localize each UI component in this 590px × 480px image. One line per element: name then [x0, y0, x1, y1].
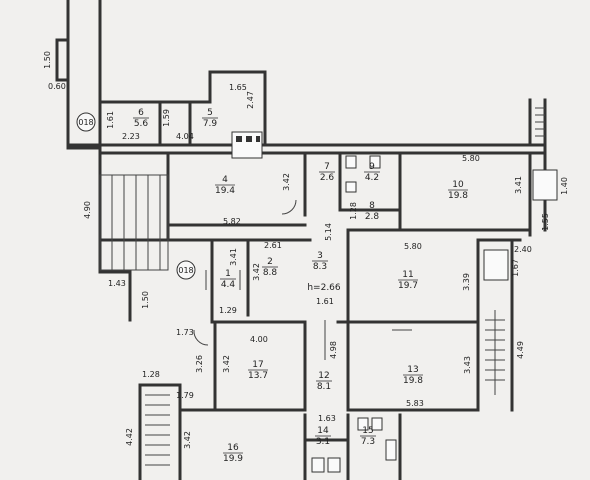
- room-14-number: 14: [317, 426, 329, 436]
- dim-1-79: 1.79: [176, 391, 194, 400]
- dim-5-82: 5.82: [223, 217, 241, 226]
- dim-1-50-mid: 1.50: [141, 291, 150, 309]
- room-label-separators: [133, 117, 468, 454]
- marker-mid: 018: [178, 266, 193, 275]
- dim-4-42: 4.42: [125, 428, 134, 446]
- room-6-number: 6: [138, 108, 144, 118]
- dim-2-47: 2.47: [246, 91, 255, 109]
- room-5-number: 5: [207, 108, 213, 118]
- dim-3-41-room1: 3.41: [229, 248, 238, 266]
- dim-1-28-bottom: 1.28: [142, 370, 160, 379]
- dim-1-61-top: 1.61: [106, 111, 115, 129]
- dim-2-23: 2.23: [122, 132, 140, 141]
- room-10-area: 19.8: [448, 191, 468, 201]
- room-3-number: 3: [317, 251, 323, 261]
- dim-4-98: 4.98: [329, 341, 338, 359]
- room-2-number: 2: [267, 257, 273, 267]
- dim-4-90: 4.90: [83, 201, 92, 219]
- room-4-number: 4: [222, 175, 228, 185]
- ceiling-height-note: h=2.66: [307, 283, 341, 293]
- room-8-number: 8: [369, 201, 375, 211]
- dim-1-59: 1.59: [162, 109, 171, 127]
- dim-0-60: 0.60: [48, 82, 66, 91]
- room-labels: 1 4.4 2 8.8 3 8.3 4 19.4 5 7.9 6 5.6 7 2…: [134, 108, 468, 464]
- dim-3-42-room16: 3.42: [183, 431, 192, 449]
- room-11-area: 19.7: [398, 281, 418, 291]
- room-7-number: 7: [324, 162, 330, 172]
- dim-1-61-mid: 1.61: [316, 297, 334, 306]
- room-9-number: 9: [369, 162, 375, 172]
- room-16-number: 16: [227, 443, 239, 453]
- dim-1-55: 1.55: [541, 213, 550, 231]
- room-1-number: 1: [225, 269, 231, 279]
- room-2-area: 8.8: [263, 268, 278, 278]
- room-3-area: 8.3: [313, 262, 327, 272]
- room-12-number: 12: [318, 371, 329, 381]
- room-10-number: 10: [452, 180, 464, 190]
- dim-4-00: 4.00: [250, 335, 268, 344]
- room-15-number: 15: [362, 426, 373, 436]
- stairs-and-details: [99, 107, 558, 466]
- dim-3-42-room4: 3.42: [282, 173, 291, 191]
- dim-1-50-left: 1.50: [43, 51, 52, 69]
- room-7-area: 2.6: [320, 173, 335, 183]
- room-4-area: 19.4: [215, 186, 235, 196]
- dim-1-29: 1.29: [219, 306, 237, 315]
- room-16-area: 19.9: [223, 454, 243, 464]
- dim-1-43: 1.43: [108, 279, 126, 288]
- dim-5-80-top: 5.80: [462, 154, 480, 163]
- room-13-number: 13: [407, 365, 418, 375]
- dim-3-39: 3.39: [462, 273, 471, 291]
- walls: [55, 0, 547, 480]
- room-17-number: 17: [252, 360, 263, 370]
- room-8-area: 2.8: [365, 212, 380, 222]
- dim-5-80-mid: 5.80: [404, 242, 422, 251]
- room-9-area: 4.2: [365, 173, 379, 183]
- dim-3-42-room17: 3.42: [222, 355, 231, 373]
- dim-3-26: 3.26: [195, 355, 204, 373]
- dim-1-63: 1.63: [318, 414, 336, 423]
- dim-5-14: 5.14: [324, 223, 333, 241]
- room-15-area: 7.3: [361, 437, 375, 447]
- dim-4-04: 4.04: [176, 132, 194, 141]
- dimension-labels: 1.50 0.60 1.61 2.23 1.59 4.04 1.65 2.47 …: [43, 51, 569, 449]
- sanitary-fixtures: [231, 131, 397, 473]
- room-13-area: 19.8: [403, 376, 423, 386]
- dim-1-28-top: 1.28: [349, 202, 358, 220]
- room-6-area: 5.6: [134, 119, 149, 129]
- room-12-area: 8.1: [317, 382, 331, 392]
- dim-1-40: 1.40: [560, 177, 569, 195]
- dim-4-49: 4.49: [516, 341, 525, 359]
- dim-2-40: 2.40: [514, 245, 532, 254]
- room-14-area: 3.1: [316, 437, 330, 447]
- dim-1-65: 1.65: [229, 83, 247, 92]
- marker-top: 018: [78, 118, 93, 127]
- dim-2-61: 2.61: [264, 241, 282, 250]
- dim-3-42-room2: 3.42: [252, 263, 261, 281]
- dim-1-73: 1.73: [176, 328, 194, 337]
- dim-5-83: 5.83: [406, 399, 424, 408]
- room-1-area: 4.4: [221, 280, 236, 290]
- section-markers: 018 018: [76, 112, 196, 280]
- room-11-number: 11: [402, 270, 413, 280]
- dim-3-41-room10: 3.41: [514, 176, 523, 194]
- dim-1-67: 1.67: [511, 259, 520, 277]
- dim-3-43: 3.43: [463, 356, 472, 374]
- room-17-area: 13.7: [248, 371, 268, 381]
- room-5-area: 7.9: [203, 119, 218, 129]
